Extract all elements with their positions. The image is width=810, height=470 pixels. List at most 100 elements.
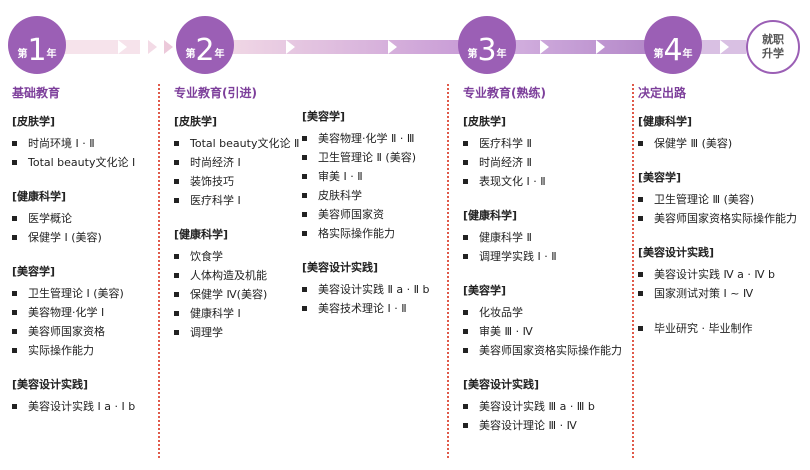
course-item: 医疗科学 Ⅰ <box>174 191 304 210</box>
course-item: 健康科学 Ⅱ <box>463 228 633 247</box>
course-item: Total beauty文化论 Ⅰ <box>12 153 152 172</box>
course-category: [美容设计实践] <box>638 246 715 259</box>
course-group: [美容学] 卫生管理论 Ⅲ (美容)美容师国家资格实际操作能力 <box>638 169 808 228</box>
course-item: 饮食学 <box>174 247 304 266</box>
course-item: 美容物理·化学 Ⅱ · Ⅲ <box>302 129 442 148</box>
course-category: [美容设计实践] <box>302 261 379 274</box>
course-item: 调理学实践 Ⅰ · Ⅱ <box>463 247 633 266</box>
course-item: 时尚经济 Ⅰ <box>174 153 304 172</box>
course-item: 实际操作能力 <box>12 341 152 360</box>
column-heading: 专业教育(引进) <box>174 86 257 100</box>
course-item: 表现文化 Ⅰ · Ⅱ <box>463 172 633 191</box>
course-item: 美容师国家资格 <box>12 322 152 341</box>
chevron-right-icon <box>286 40 295 54</box>
course-item: 医疗科学 Ⅱ <box>463 134 633 153</box>
course-group: [美容设计实践] 美容设计实践 Ⅰ a · Ⅰ b <box>12 376 152 416</box>
chevron-right-icon <box>596 40 605 54</box>
column-divider <box>158 84 160 458</box>
year-prefix: 第 <box>653 49 664 60</box>
chevron-right-icon <box>164 40 173 54</box>
career-label: 就职 <box>762 33 784 46</box>
course-item: 审美 Ⅰ · Ⅱ <box>302 167 442 186</box>
course-category: [美容学] <box>638 171 682 184</box>
course-category: [皮肤学] <box>174 115 218 128</box>
year-2-badge: 第 2 年 <box>176 16 234 74</box>
course-item: 美容设计实践 Ⅳ a · Ⅳ b <box>638 265 808 284</box>
chevron-right-icon <box>720 40 729 54</box>
column-heading: 决定出路 <box>638 86 687 100</box>
further-study-label: 升学 <box>762 47 784 60</box>
course-item: 美容师国家资 <box>302 205 442 224</box>
course-item: 医学概论 <box>12 209 152 228</box>
year-3-badge: 第 3 年 <box>458 16 516 74</box>
chevron-right-icon <box>388 40 397 54</box>
course-item: 美容设计实践 Ⅲ a · Ⅲ b <box>463 397 633 416</box>
course-item: 美容设计理论 Ⅲ · Ⅳ <box>463 416 633 435</box>
course-item: 美容设计实践 Ⅰ a · Ⅰ b <box>12 397 152 416</box>
year-prefix: 第 <box>185 49 196 60</box>
year-suffix: 年 <box>496 49 507 60</box>
year-4-badge: 第 4 年 <box>644 16 702 74</box>
course-category: [皮肤学] <box>12 115 56 128</box>
course-item: 卫生管理论 Ⅱ (美容) <box>302 148 442 167</box>
year-prefix: 第 <box>467 49 478 60</box>
column-heading: 专业教育(熟练) <box>463 86 546 100</box>
course-category: [美容学] <box>12 265 56 278</box>
course-item: 保健学 Ⅳ(美容) <box>174 285 304 304</box>
course-category: [健康科学] <box>463 209 518 222</box>
year-suffix: 年 <box>46 49 57 60</box>
course-group: [健康科学] 保健学 Ⅲ (美容) <box>638 113 808 153</box>
course-category: [美容学] <box>302 110 346 123</box>
year-4-curriculum: 决定出路 [健康科学] 保健学 Ⅲ (美容) [美容学] 卫生管理论 Ⅲ (美容)美容师… <box>638 84 808 354</box>
chevron-right-icon <box>118 40 127 54</box>
course-item: 格实际操作能力 <box>302 224 442 243</box>
course-category: [健康科学] <box>174 228 229 241</box>
course-item: 人体构造及机能 <box>174 266 304 285</box>
course-item: 美容技术理论 Ⅰ · Ⅱ <box>302 299 442 318</box>
course-group: [健康科学]医学概论保健学 Ⅰ (美容) <box>12 188 152 247</box>
course-item: 装饰技巧 <box>174 172 304 191</box>
course-category: [健康科学] <box>12 190 67 203</box>
year-prefix: 第 <box>17 49 28 60</box>
year-suffix: 年 <box>214 49 225 60</box>
chevron-right-icon <box>148 40 157 54</box>
column-divider <box>447 84 449 458</box>
year-suffix: 年 <box>682 49 693 60</box>
course-item: 调理学 <box>174 323 304 342</box>
timeline-bar-2 <box>215 40 475 54</box>
timeline-bar-3 <box>490 40 650 54</box>
course-category: [美容设计实践] <box>12 378 89 391</box>
course-item: 卫生管理论 Ⅲ (美容) <box>638 190 808 209</box>
course-item: Total beauty文化论 Ⅱ <box>174 134 304 153</box>
course-item: 美容设计实践 Ⅱ a · Ⅱ b <box>302 280 442 299</box>
course-item: 卫生管理论 Ⅰ (美容) <box>12 284 152 303</box>
year-number: 2 <box>195 33 215 68</box>
year-timeline: 第 1 年 第 2 年 第 3 年 第 4 年 就职 升学 <box>0 0 810 80</box>
course-item: 保健学 Ⅲ (美容) <box>638 134 808 153</box>
year-number: 4 <box>663 33 683 68</box>
year-1-badge: 第 1 年 <box>8 16 66 74</box>
course-item: 国家测试对策 Ⅰ ~ Ⅳ <box>638 284 808 303</box>
course-category: [皮肤学] <box>463 115 507 128</box>
course-category: [健康科学] <box>638 115 693 128</box>
course-item: 健康科学 Ⅰ <box>174 304 304 323</box>
course-item: 皮肤科学 <box>302 186 442 205</box>
column-heading: 基础教育 <box>12 86 61 100</box>
course-item: 美容师国家资格实际操作能力 <box>638 209 808 228</box>
course-item: 化妆品学 <box>463 303 633 322</box>
course-group: 毕业研究 · 毕业制作 <box>638 319 808 338</box>
course-item: 审美 Ⅲ · Ⅳ <box>463 322 633 341</box>
year-number: 3 <box>477 33 497 68</box>
